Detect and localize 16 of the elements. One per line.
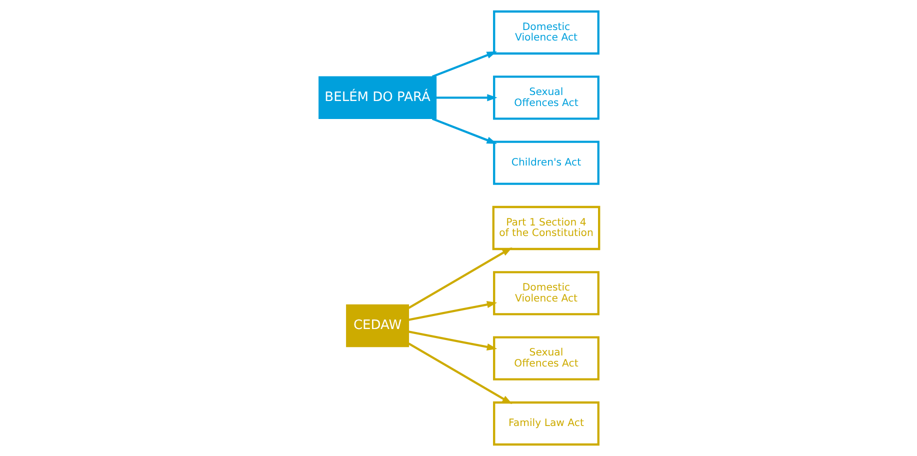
- node-box: Family Law Act: [492, 401, 599, 446]
- node-box: Domestic Violence Act: [492, 271, 599, 316]
- node-box: Part 1 Section 4 of the Constitution: [492, 206, 600, 250]
- node-box: Domestic Violence Act: [492, 10, 599, 55]
- arrow: [408, 301, 497, 321]
- arrow: [436, 94, 497, 102]
- arrow: [408, 330, 497, 350]
- node-box: Children's Act: [492, 140, 599, 185]
- node-box: Sexual Offences Act: [492, 336, 599, 380]
- arrow: [431, 51, 496, 78]
- arrow: [408, 247, 512, 309]
- node-box: BELÉM DO PARÁ: [318, 76, 436, 120]
- arrow: [431, 118, 496, 144]
- arrow: [408, 342, 512, 404]
- node-box: Sexual Offences Act: [492, 76, 599, 120]
- node-box: CEDAW: [346, 304, 409, 348]
